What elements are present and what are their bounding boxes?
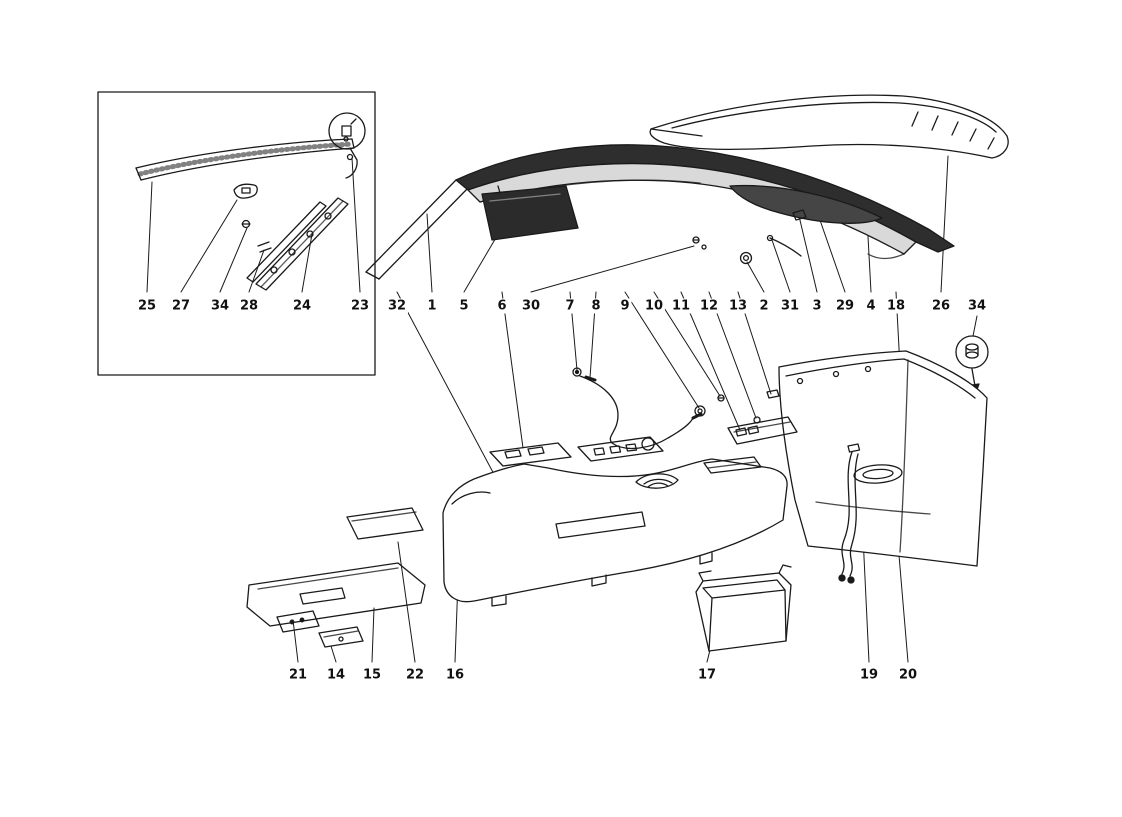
detail-inset-box [97,91,376,376]
center-console [442,389,798,607]
console-side-trim [246,507,426,648]
release-cable [572,367,703,451]
roof-outer-panel [649,94,1009,159]
storage-box [695,564,792,652]
roof-headliner-assembly [365,144,955,280]
quarter-trim-panel [778,350,988,584]
